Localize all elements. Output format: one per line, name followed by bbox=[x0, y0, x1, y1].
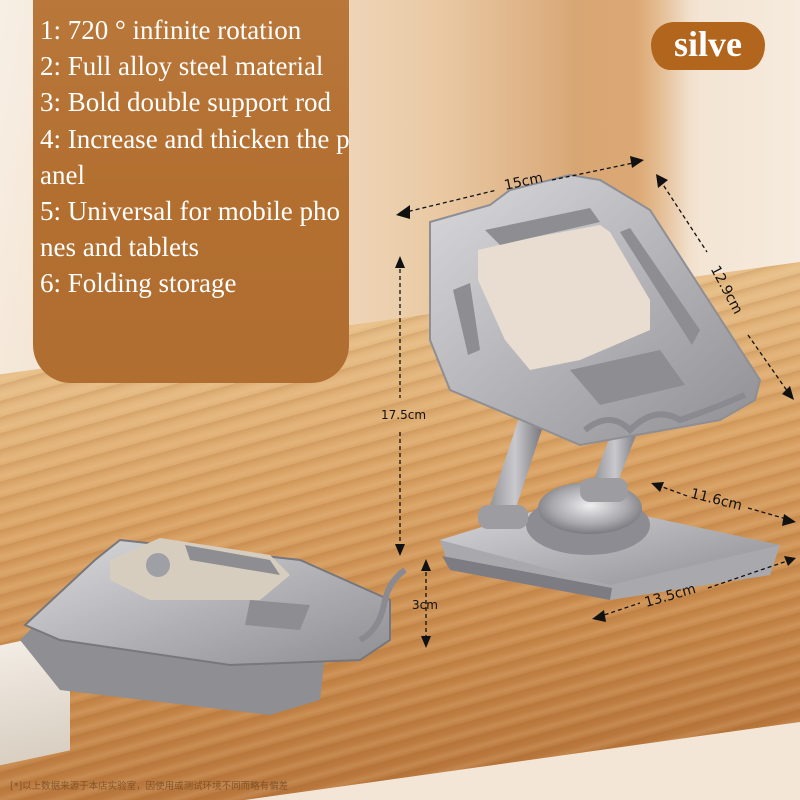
feature-item: 5: Universal for mobile phones and table… bbox=[40, 196, 340, 263]
feature-item: 6: Folding storage bbox=[40, 268, 237, 299]
dim-overall-height: 17.5cm bbox=[381, 408, 427, 422]
color-variant-label: silve bbox=[674, 24, 742, 64]
feature-item: 1: 720 ° infinite rotation bbox=[40, 15, 302, 45]
stand-unfolded bbox=[429, 173, 780, 600]
dim-folded-height: 3cm bbox=[412, 598, 438, 612]
dimension-arrows bbox=[395, 156, 796, 648]
feature-list: 1: 720 ° infinite rotation 2: Full alloy… bbox=[40, 12, 350, 302]
feature-item: 4: Increase and thicken the panel bbox=[40, 123, 350, 190]
feature-list-panel: 1: 720 ° infinite rotation 2: Full alloy… bbox=[33, 0, 350, 383]
feature-item: 2: Full alloy steel material bbox=[40, 51, 324, 82]
color-variant-badge: silve bbox=[651, 22, 765, 70]
stand-folded bbox=[20, 538, 407, 715]
feature-item: 3: Bold double support rod bbox=[40, 87, 331, 118]
dimension-lines bbox=[399, 161, 791, 642]
disclaimer-text: [*]以上数据来源于本店实验室，因使用或测试环境不同而略有偏差 bbox=[10, 781, 289, 792]
